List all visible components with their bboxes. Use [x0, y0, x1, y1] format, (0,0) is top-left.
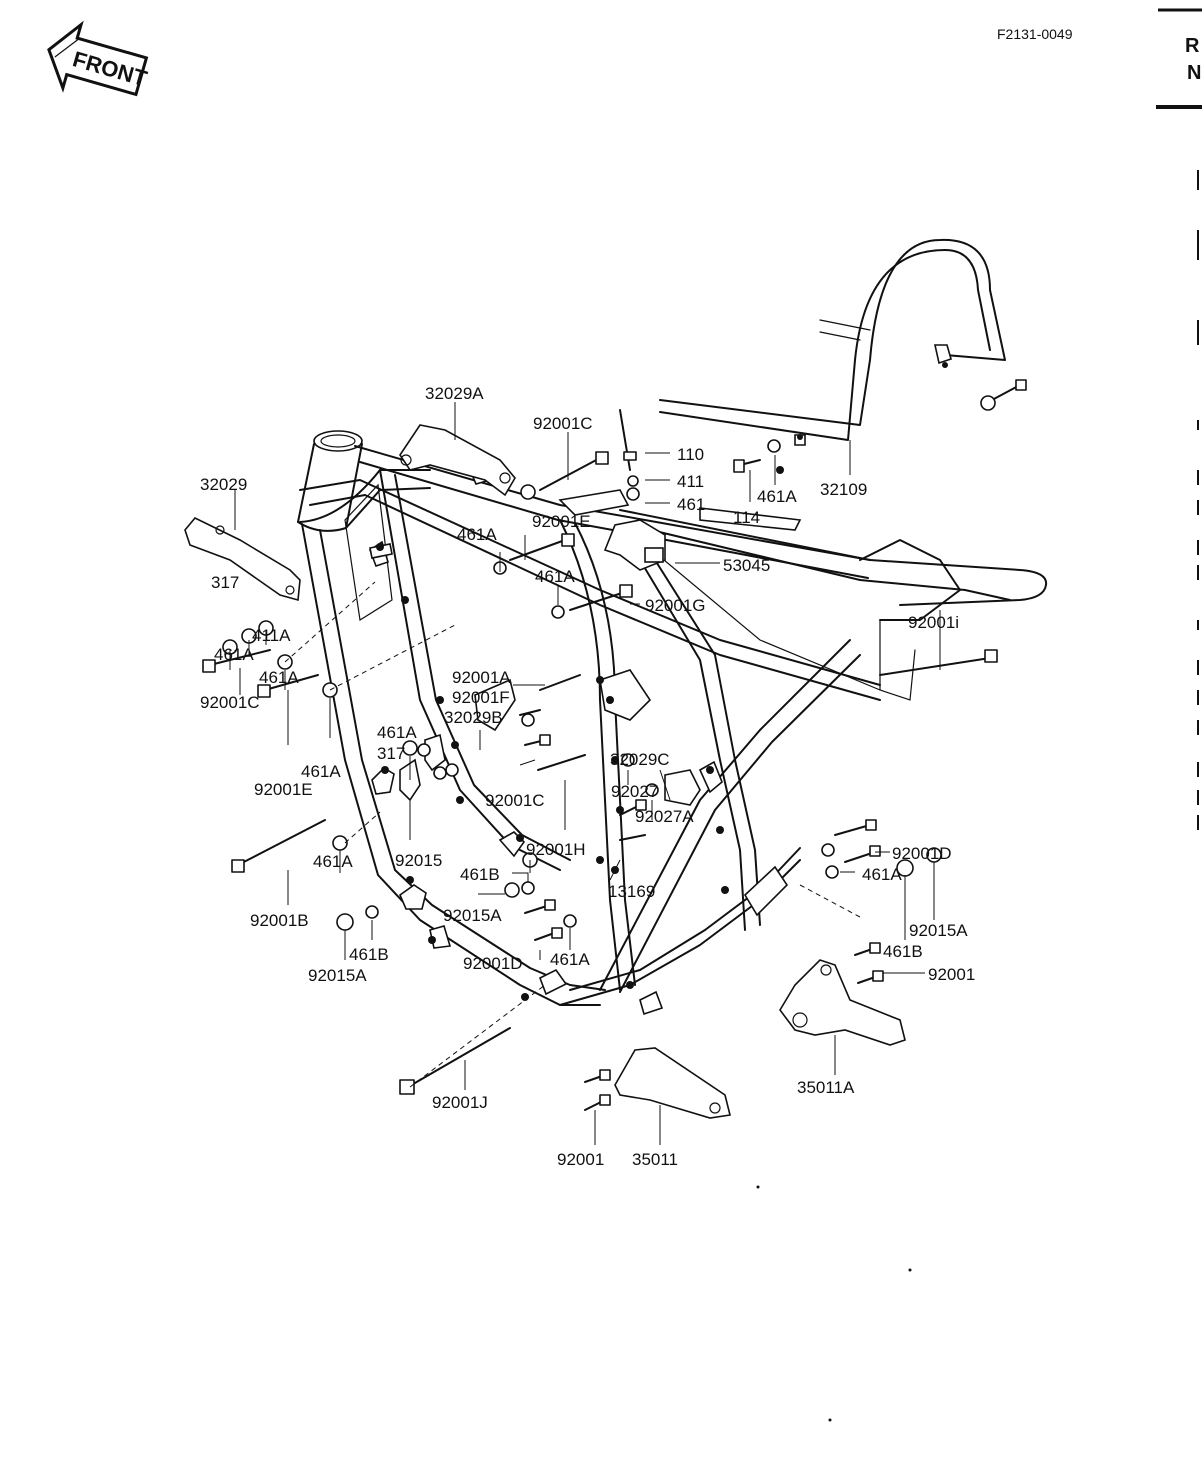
label-92001D-right: 92001D [892, 844, 952, 863]
label-32029: 32029 [200, 475, 247, 494]
label-92001F: 92001F [452, 688, 510, 707]
label-461A-g: 461A [862, 865, 902, 884]
label-92015A-right: 92015A [909, 921, 968, 940]
label-461B-mid: 461B [460, 865, 500, 884]
label-317-mid: 317 [377, 744, 405, 763]
engine-bracket-35011 [614, 1047, 731, 1119]
motorcycle-frame [297, 430, 1048, 1016]
leader-lines [229, 402, 941, 1145]
label-461A-e: 461A [377, 723, 417, 742]
label-461A-top: 461A [757, 487, 797, 506]
label-461: 461 [677, 495, 705, 514]
bracket-53045 [603, 519, 666, 571]
mount-plate-32029B [474, 678, 516, 732]
label-92001i: 92001i [908, 613, 959, 632]
label-92001A: 92001A [452, 668, 511, 687]
label-461A-i: 461A [550, 950, 590, 969]
bolts [202, 379, 1027, 1111]
label-35011: 35011 [632, 1150, 678, 1169]
label-92001J: 92001J [432, 1093, 488, 1112]
label-92001G: 92001G [645, 596, 706, 615]
label-92027A: 92027A [635, 807, 694, 826]
edge-letter-r: R [1185, 35, 1200, 57]
label-92001-bottom: 92001 [557, 1150, 604, 1169]
label-92001E-left: 92001E [254, 780, 313, 799]
plate-92027A [664, 769, 701, 806]
label-461A-c: 461A [214, 645, 254, 664]
label-411A: 411A [252, 626, 291, 645]
label-461B-left: 461B [349, 945, 389, 964]
label-110: 110 [677, 445, 704, 464]
figure-code: F2131-0049 [997, 26, 1073, 42]
label-92027: 92027 [611, 782, 658, 801]
label-461B-right: 461B [883, 942, 923, 961]
label-35011A: 35011A [797, 1078, 855, 1097]
page-edge: R N [1156, 8, 1202, 830]
alignment-lines [284, 581, 861, 1088]
label-92001-right: 92001 [928, 965, 975, 984]
label-13169: 13169 [608, 882, 655, 901]
label-114: 114 [733, 508, 760, 527]
label-461A-h: 461A [313, 852, 353, 871]
label-92015: 92015 [395, 851, 442, 870]
label-92001B: 92001B [250, 911, 309, 930]
label-461A-b: 461A [535, 567, 575, 586]
label-92001C-mid: 92001C [485, 791, 545, 810]
label-92001C-left: 92001C [200, 693, 260, 712]
frame-details [376, 362, 948, 1422]
label-461A-d: 461A [259, 668, 299, 687]
edge-letter-n: N [1187, 62, 1201, 84]
label-92015A-left: 92015A [308, 966, 367, 985]
engine-bracket-35011A [779, 959, 906, 1046]
label-461A-f: 461A [301, 762, 341, 781]
label-53045: 53045 [723, 556, 770, 575]
label-461A-a: 461A [457, 525, 497, 544]
label-32029C: 32029C [610, 750, 670, 769]
engine-mount-plate-32029A [399, 424, 516, 497]
label-92001C-top: 92001C [533, 414, 593, 433]
part-labels: 32029A 92001C 110 411 461 461A 114 32109… [200, 384, 975, 1169]
label-92015A-mid: 92015A [443, 906, 502, 925]
label-92001H: 92001H [526, 840, 586, 859]
engine-mount-plate-32029 [184, 517, 301, 602]
label-92001E-top: 92001E [532, 512, 591, 531]
label-92001D-mid: 92001D [463, 954, 523, 973]
label-317-top: 317 [211, 573, 239, 592]
grab-bar-32109 [659, 238, 1006, 446]
label-411: 411 [677, 472, 704, 491]
front-arrow-icon: FRONT [47, 20, 150, 97]
label-32109: 32109 [820, 480, 867, 499]
label-32029A: 32029A [425, 384, 484, 403]
label-32029B: 32029B [444, 708, 503, 727]
